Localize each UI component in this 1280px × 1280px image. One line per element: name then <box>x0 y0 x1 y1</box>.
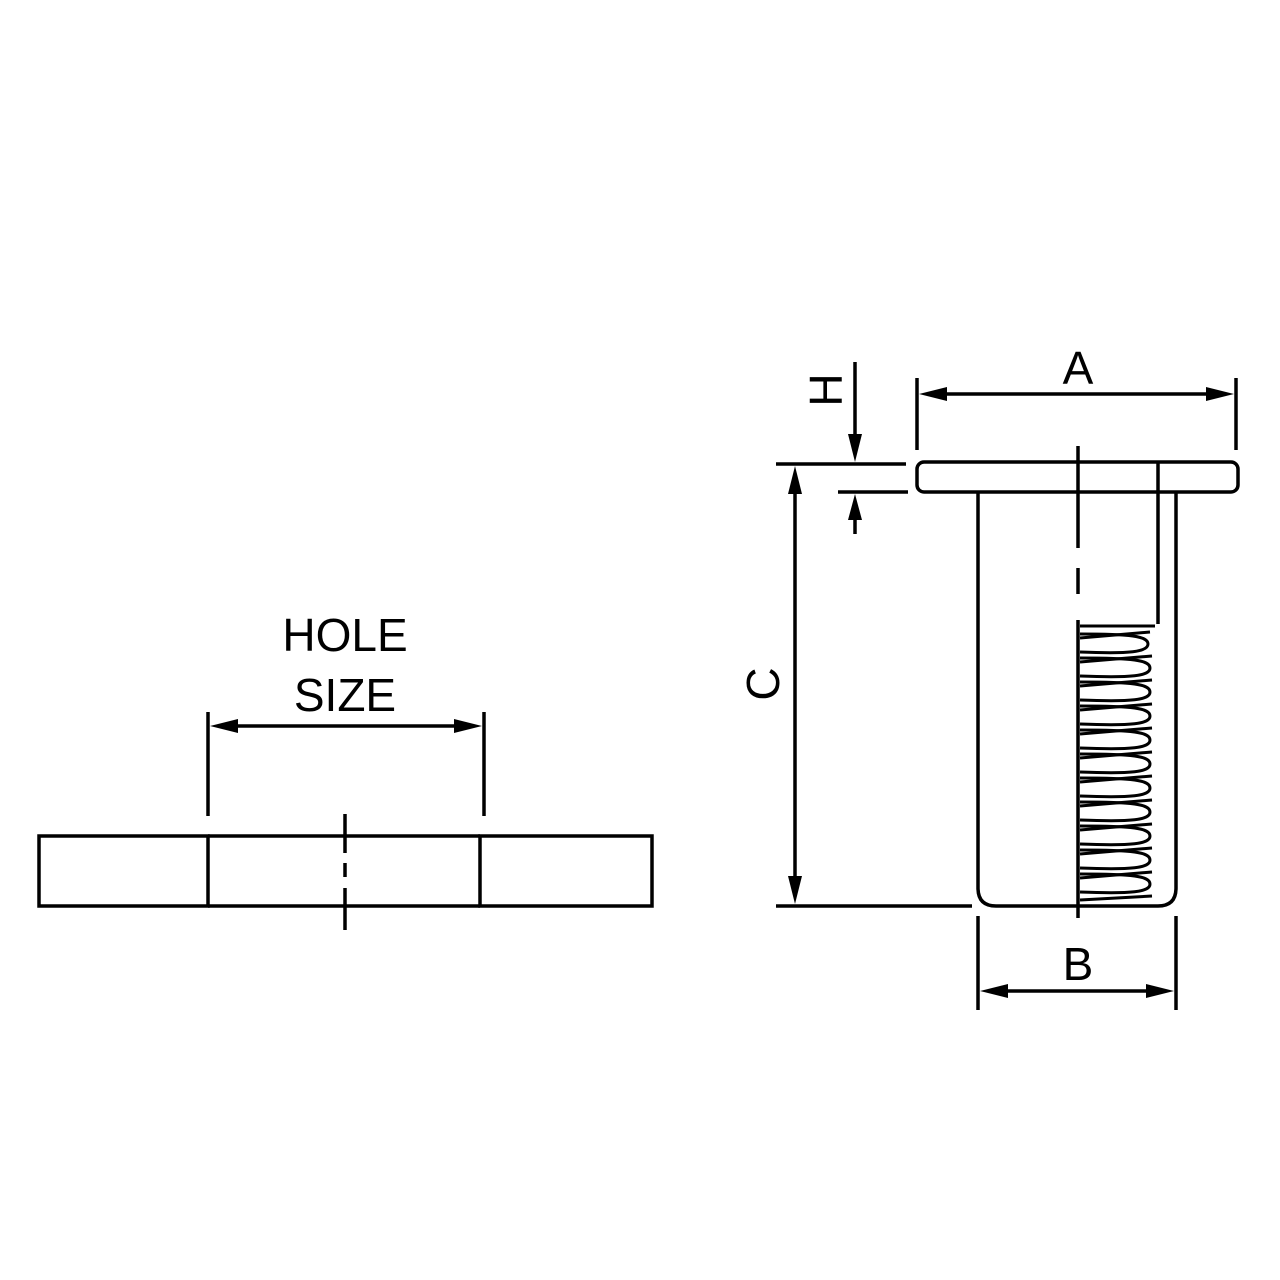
dimension-b: B <box>976 916 1178 1010</box>
dimension-a-label: A <box>1063 342 1094 394</box>
rivet-nut-threads <box>1079 624 1155 902</box>
rivet-nut-view: A B C H <box>737 342 1240 1010</box>
dimension-c: C <box>737 462 972 908</box>
dimension-b-label: B <box>1063 938 1094 990</box>
hole-label-line2: SIZE <box>294 669 396 721</box>
hole-label-line1: HOLE <box>282 609 407 661</box>
dimension-a: A <box>915 342 1238 450</box>
dimension-h: H <box>800 362 908 534</box>
plate-section-left <box>37 834 210 908</box>
hole-section-view: HOLE SIZE <box>37 609 654 930</box>
hole-size-dimension <box>210 719 482 733</box>
dimension-h-label: H <box>800 373 852 406</box>
dimension-c-label: C <box>737 667 789 700</box>
plate-section-right <box>478 834 654 908</box>
